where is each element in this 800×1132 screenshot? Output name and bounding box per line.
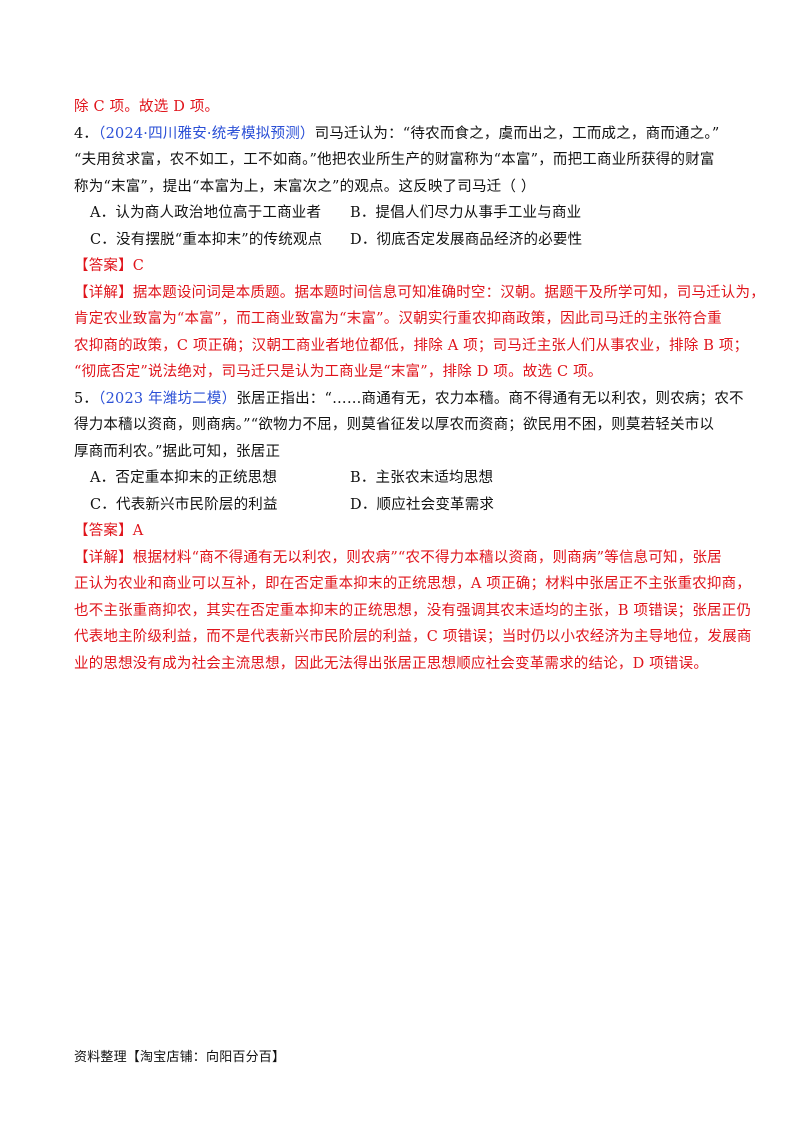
q4-detail-text-1: 据本题设问词是本质题。据本题时间信息可知准确时空：汉朝。据题干及所学可知，司马迁… xyxy=(132,284,765,301)
q5-option-a: A．否定重本抑末的正统思想 xyxy=(90,470,278,486)
q4-detail-label: 【详解】 xyxy=(74,284,133,301)
q4-stem-line-2: “夫用贫求富，农不如工，工不如商。”他把农业所生产的财富称为“本富”，而把工商业… xyxy=(74,152,715,168)
document-body: 除 C 项。故选 D 项。 4．（2024·四川雅安·统考模拟预测）司马迁认为：… xyxy=(74,94,765,677)
q5-stem-line-2: 得力本穑以资商，则商病。”“欲物力不屈，则莫省征发以厚农而资商；欲民用不困，则莫… xyxy=(74,417,715,433)
q4-options-row-1: A．认为商人政治地位高于工商业者 B．提倡人们尽力从事手工业与商业 xyxy=(74,200,734,227)
q5-detail-text-1: 根据材料“商不得通有无以利农，则农病”“农不得力本穑以资商，则商病”等信息可知，… xyxy=(132,549,722,566)
q5-options-row-2: C．代表新兴市民阶层的利益 D．顺应社会变革需求 xyxy=(74,492,734,519)
q4-detail-line-3: 农抑商的政策，C 项正确；汉朝工商业者地位都低，排除 A 项；司马迁主张人们从事… xyxy=(74,337,749,354)
q5-detail-line-3: 也不主张重商抑农，其实在否定重本抑末的正统思想，没有强调其农末适均的主张，B 项… xyxy=(74,602,752,619)
q5-detail-label: 【详解】 xyxy=(74,549,133,566)
q5-detail-line-5: 业的思想没有成为社会主流思想，因此无法得出张居正思想顺应社会变革需求的结论，D … xyxy=(74,655,709,672)
q5-stem-line-1: 5．（2023 年潍坊二模）张居正指出：“……商通有无，农力本穑。商不得通有无以… xyxy=(74,386,744,413)
q5-option-d: D．顺应社会变革需求 xyxy=(350,496,495,513)
q4-detail-line-2: 肯定农业致富为“本富”，而工商业致富为“末富”。汉朝实行重农抑商政策，因此司马迁… xyxy=(74,311,722,327)
q5-answer: 【答案】A xyxy=(74,523,144,539)
q5-stem-text: 张居正指出：“……商通有无，农力本穑。商不得通有无以利农，则农病；农不 xyxy=(236,390,744,407)
q4-option-d: D．彻底否定发展商品经济的必要性 xyxy=(350,231,583,248)
q5-detail-line-1: 【详解】根据材料“商不得通有无以利农，则农病”“农不得力本穑以资商，则商病”等信… xyxy=(74,545,734,572)
q4-option-c: C．没有摆脱“重本抑末”的传统观点 xyxy=(90,231,323,248)
q4-option-a: A．认为商人政治地位高于工商业者 xyxy=(90,205,322,221)
q4-option-b: B．提倡人们尽力从事手工业与商业 xyxy=(350,205,582,221)
q4-detail-line-4: “彻底否定”说法绝对，司马迁只是认为工商业是“末富”，排除 D 项。故选 C 项… xyxy=(74,364,603,380)
q4-stem-text: 司马迁认为：“待农而食之，虞而出之，工而成之，商而通之。” xyxy=(314,125,720,142)
q5-stem-line-3: 厚商而利农。”据此可知，张居正 xyxy=(74,443,281,460)
page-footer: 资料整理【淘宝店铺：向阳百分百】 xyxy=(74,1050,286,1065)
q5-options-row-1: A．否定重本抑末的正统思想 B．主张农末适均思想 xyxy=(74,465,734,492)
previous-answer-tail: 除 C 项。故选 D 项。 xyxy=(74,99,220,115)
q4-source: （2024·四川雅安·统考模拟预测） xyxy=(98,125,315,142)
q5-source: （2023 年潍坊二模） xyxy=(98,390,237,407)
q5-option-b: B．主张农末适均思想 xyxy=(350,470,494,486)
q4-answer: 【答案】C xyxy=(74,258,145,274)
q4-stem-line-3: 称为“末富”，提出“本富为上，末富次之”的观点。这反映了司马迁（ ） xyxy=(74,178,536,195)
q5-option-c: C．代表新兴市民阶层的利益 xyxy=(90,496,278,513)
q4-detail-line-1: 【详解】据本题设问词是本质题。据本题时间信息可知准确时空：汉朝。据题干及所学可知… xyxy=(74,280,765,307)
q4-number: 4． xyxy=(74,125,99,142)
q4-options-row-2: C．没有摆脱“重本抑末”的传统观点 D．彻底否定发展商品经济的必要性 xyxy=(74,227,734,254)
q5-detail-line-2: 正认为农业和商业可以互补，即在否定重本抑末的正统思想，A 项正确；材料中张居正不… xyxy=(74,576,751,592)
q4-stem-line-1: 4．（2024·四川雅安·统考模拟预测）司马迁认为：“待农而食之，虞而出之，工而… xyxy=(74,121,734,148)
q5-detail-line-4: 代表地主阶级利益，而不是代表新兴市民阶层的利益，C 项错误；当时仍以小农经济为主… xyxy=(74,629,752,645)
q5-number: 5． xyxy=(74,390,99,407)
